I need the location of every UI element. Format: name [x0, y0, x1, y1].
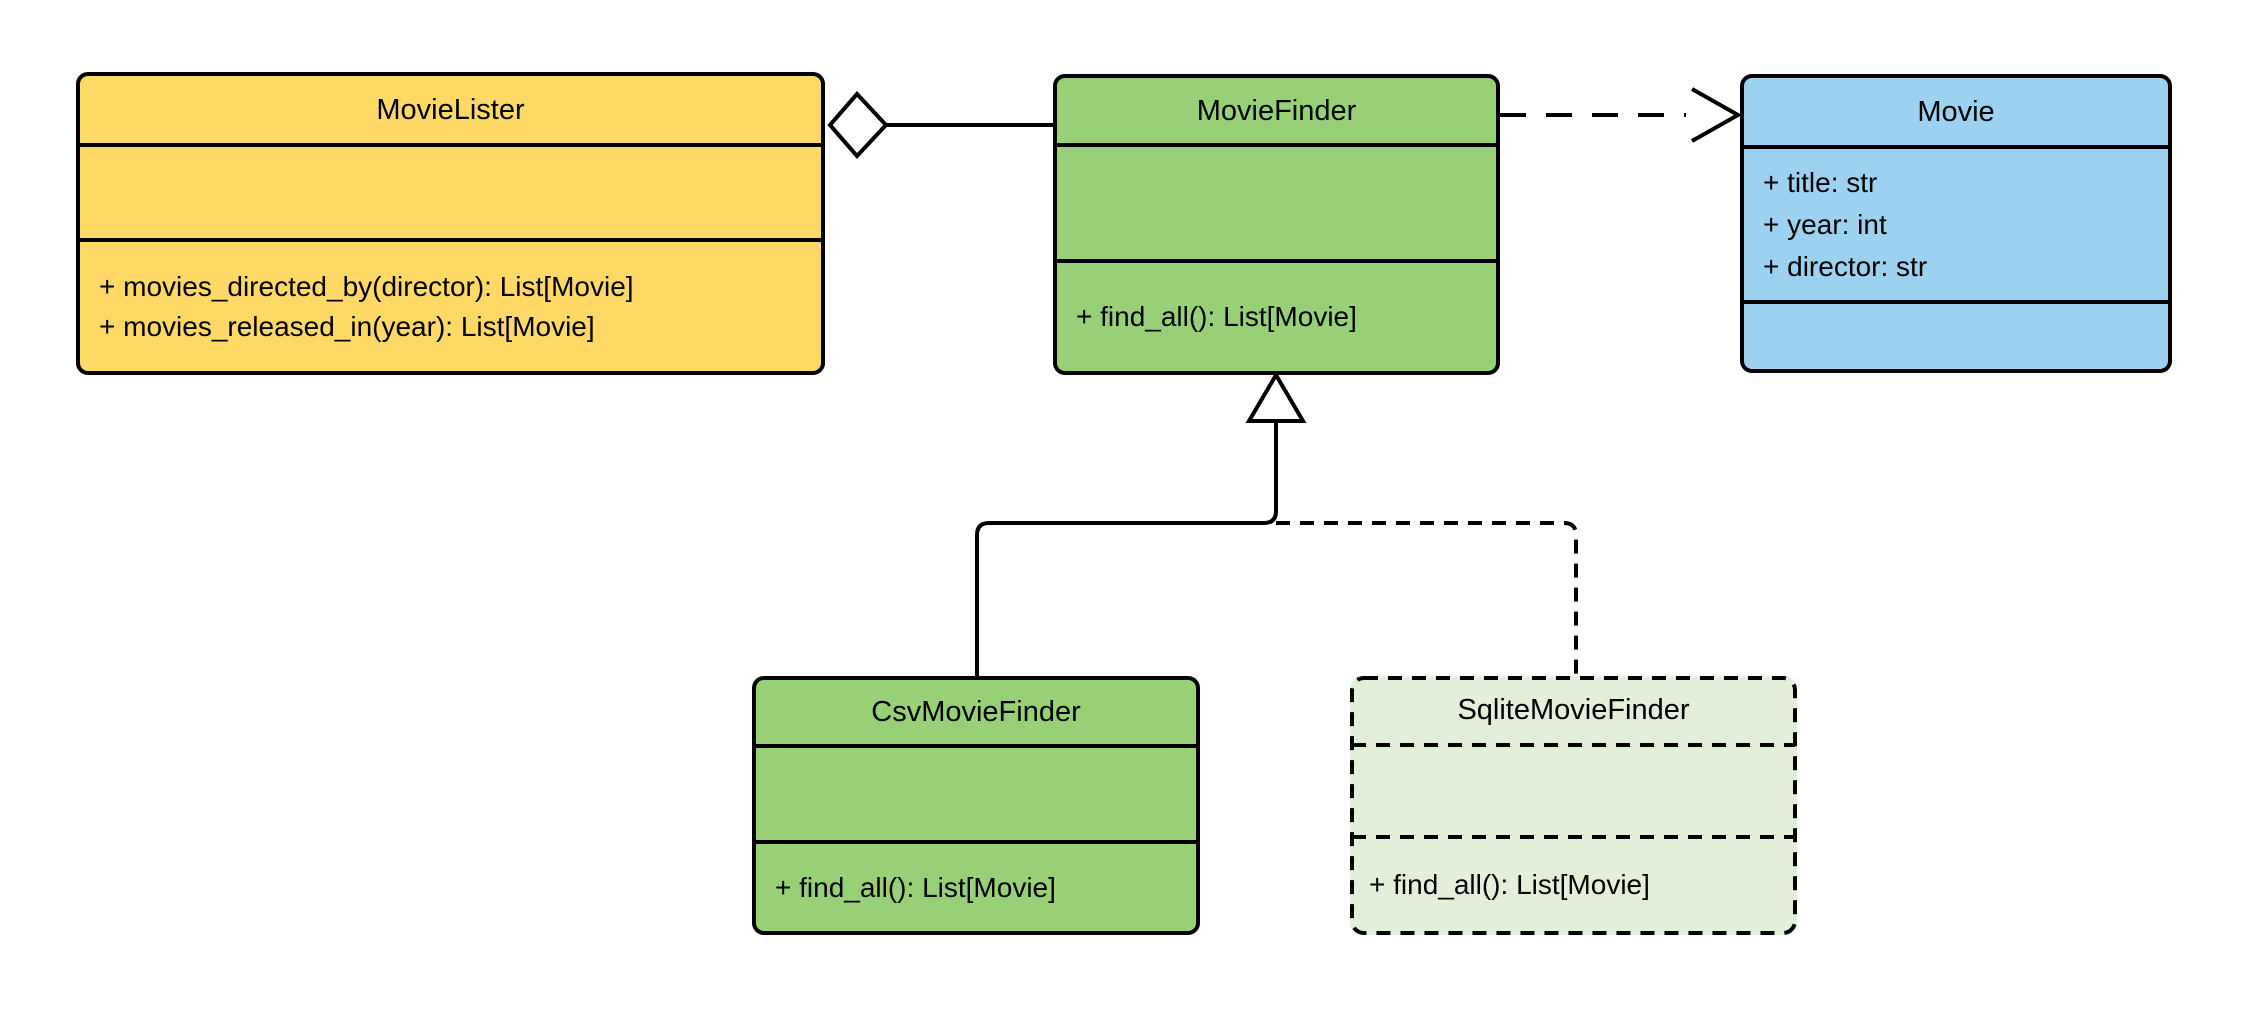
class-attributes-compartment: [80, 143, 821, 238]
class-methods-compartment: + movies_directed_by(director): List[Mov…: [80, 238, 821, 371]
class-methods-compartment: + find_all(): List[Movie]: [1057, 259, 1496, 371]
class-name-label: MovieFinder: [1196, 94, 1357, 127]
class-box-sqlitemoviefinder[interactable]: SqliteMovieFinder + find_all(): List[Mov…: [1350, 676, 1797, 935]
method-label: + find_all(): List[Movie]: [1076, 301, 1357, 332]
class-name-label: Movie: [1917, 95, 1995, 128]
class-name-label: CsvMovieFinder: [871, 696, 1081, 728]
class-box-moviefinder[interactable]: MovieFinder + find_all(): List[Movie]: [1053, 74, 1500, 375]
inheritance-line-solid: [975, 421, 1278, 676]
hollow-diamond-icon: [827, 91, 889, 159]
class-attributes-compartment: [1057, 143, 1496, 259]
open-arrowhead-icon: [1691, 87, 1743, 143]
attribute-label: + director: str: [1763, 250, 1928, 282]
inheritance-edge-sqlitemoviefinder-moviefinder[interactable]: [1276, 521, 1578, 676]
class-attributes-compartment: + title: str + year: int + director: str: [1744, 145, 2168, 300]
attribute-label: + title: str: [1763, 166, 1878, 198]
hollow-triangle-icon: [1245, 371, 1307, 423]
inheritance-line-dashed: [1276, 521, 1578, 676]
method-label: + find_all(): List[Movie]: [1369, 869, 1650, 900]
class-attributes-compartment: [756, 744, 1196, 840]
class-box-csvmoviefinder[interactable]: CsvMovieFinder + find_all(): List[Movie]: [752, 676, 1200, 935]
class-methods-compartment: + find_all(): List[Movie]: [1350, 835, 1797, 935]
method-label: + movies_released_in(year): List[Movie]: [99, 310, 595, 342]
attribute-label: + year: int: [1763, 208, 1887, 240]
class-box-movielister[interactable]: MovieLister + movies_directed_by(directo…: [76, 72, 825, 375]
class-title-compartment: CsvMovieFinder: [756, 680, 1196, 744]
aggregation-edge-movielister-moviefinder[interactable]: [827, 91, 1053, 159]
class-title-compartment: Movie: [1744, 78, 2168, 145]
class-attributes-compartment: [1350, 743, 1797, 835]
class-title-compartment: MovieLister: [80, 76, 821, 143]
method-label: + find_all(): List[Movie]: [775, 871, 1056, 903]
dependency-edge-moviefinder-movie[interactable]: [1500, 87, 1743, 143]
class-box-movie[interactable]: Movie + title: str + year: int + directo…: [1740, 74, 2172, 373]
inheritance-edge-csvmoviefinder-moviefinder[interactable]: [975, 371, 1307, 676]
class-name-label: SqliteMovieFinder: [1457, 693, 1690, 726]
class-methods-compartment: + find_all(): List[Movie]: [756, 840, 1196, 931]
class-methods-compartment: [1744, 300, 2168, 369]
class-title-compartment: MovieFinder: [1057, 78, 1496, 143]
class-title-compartment: SqliteMovieFinder: [1350, 676, 1797, 743]
method-label: + movies_directed_by(director): List[Mov…: [99, 270, 634, 302]
class-name-label: MovieLister: [376, 93, 525, 126]
